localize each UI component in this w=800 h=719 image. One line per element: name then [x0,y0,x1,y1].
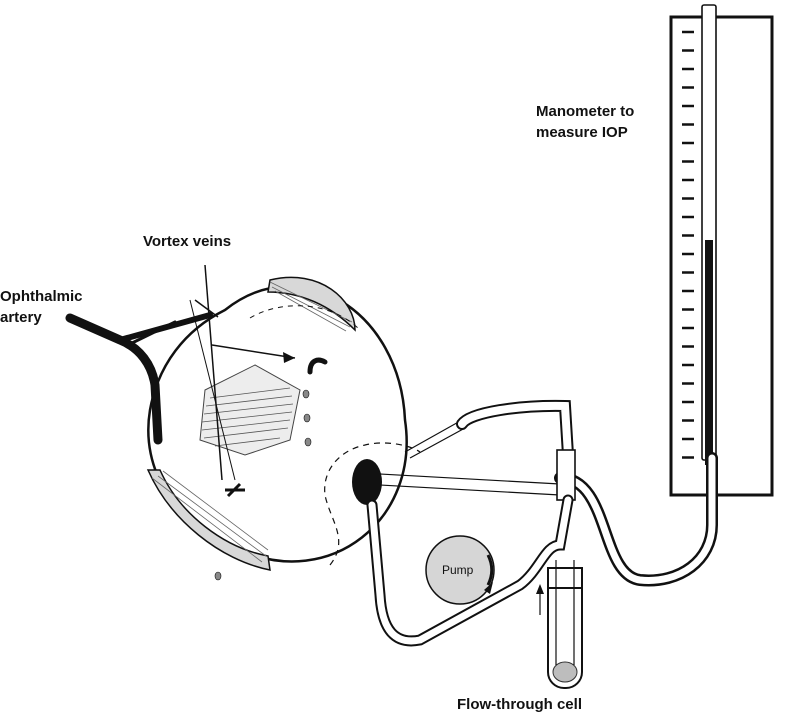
vortex-veins [189,264,328,498]
suture-line [324,442,421,566]
manometer-label-line2: measure IOP [536,124,628,141]
pump-body [425,535,495,605]
flow-through-cell-label: Flow-through cell [457,696,582,713]
cannula-entry [352,459,382,505]
pump [425,535,495,605]
cannula-needles [379,419,561,496]
retinal-area [199,364,301,456]
ophthalmic-label-line2: artery [0,309,42,326]
pump-label: Pump [442,563,474,577]
manometer-connection-tube [554,452,718,587]
lower-muscle [146,469,271,571]
pump-rotation-arrow-icon [486,554,494,586]
eye-globe [146,276,421,571]
upper-tube [456,399,574,461]
manometer-fluid-column [705,240,713,465]
drip-drops [214,389,312,581]
flow-through-cell [536,560,583,689]
vortex-veins-label: Vortex veins [143,233,232,250]
perfusion-tube [366,494,574,647]
manometer [669,4,774,497]
tube-connector [556,449,576,501]
manometer-label: Manometer to measure IOP [536,101,634,143]
flow-up-arrow-icon [536,584,544,594]
ophthalmic-label-line1: Ophthalmic [0,288,83,305]
manometer-board [669,15,774,497]
upper-muscle [267,276,356,332]
pump-label-wrap: Pump [442,563,473,577]
manometer-scale [682,30,694,459]
manometer-label-line1: Manometer to [536,103,635,120]
ophthalmic-artery-label: Ophthalmic artery [0,286,83,328]
